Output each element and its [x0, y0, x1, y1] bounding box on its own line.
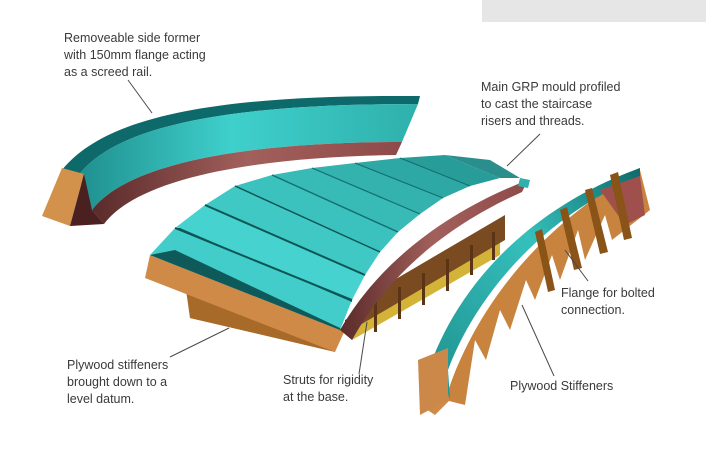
- plywood-stiffener-front: [145, 255, 345, 352]
- leader-flange: [564, 249, 589, 282]
- side-former: [42, 95, 420, 226]
- main-mould-flange: [340, 180, 528, 340]
- arc-lower-block: [418, 348, 448, 415]
- side-former-end-shadow: [70, 174, 104, 226]
- label-plywood-stiffeners-left: Plywood stiffeners brought down to a lev…: [67, 358, 169, 406]
- side-former-flange: [92, 142, 402, 224]
- leader-plywood-left: [169, 327, 230, 358]
- side-former-end-cap: [42, 168, 84, 226]
- label-main-mould: Main GRP mould profiled to cast the stai…: [481, 80, 621, 128]
- side-former-face: [78, 104, 418, 210]
- leader-main-mould: [506, 133, 541, 167]
- label-struts: Struts for rigidity at the base.: [283, 373, 374, 404]
- label-side-former: Removeable side former with 150mm flange…: [64, 31, 206, 79]
- header-bar: [482, 0, 706, 22]
- side-former-top-edge: [62, 95, 420, 176]
- leader-struts: [358, 321, 368, 375]
- arc-plywood-ribs: [535, 172, 632, 292]
- label-plywood-stiffeners-right: Plywood Stiffeners: [510, 379, 614, 393]
- label-flange: Flange for bolted connection.: [561, 286, 655, 317]
- strut-ribs: [374, 232, 495, 332]
- main-mould: [145, 155, 530, 352]
- stair-steps: [150, 155, 520, 330]
- leader-lines: [127, 79, 589, 377]
- leader-plywood-right: [521, 304, 555, 377]
- side-arc-former: [418, 168, 650, 415]
- leader-side-former: [127, 79, 153, 114]
- main-mould-flange-top: [518, 178, 530, 188]
